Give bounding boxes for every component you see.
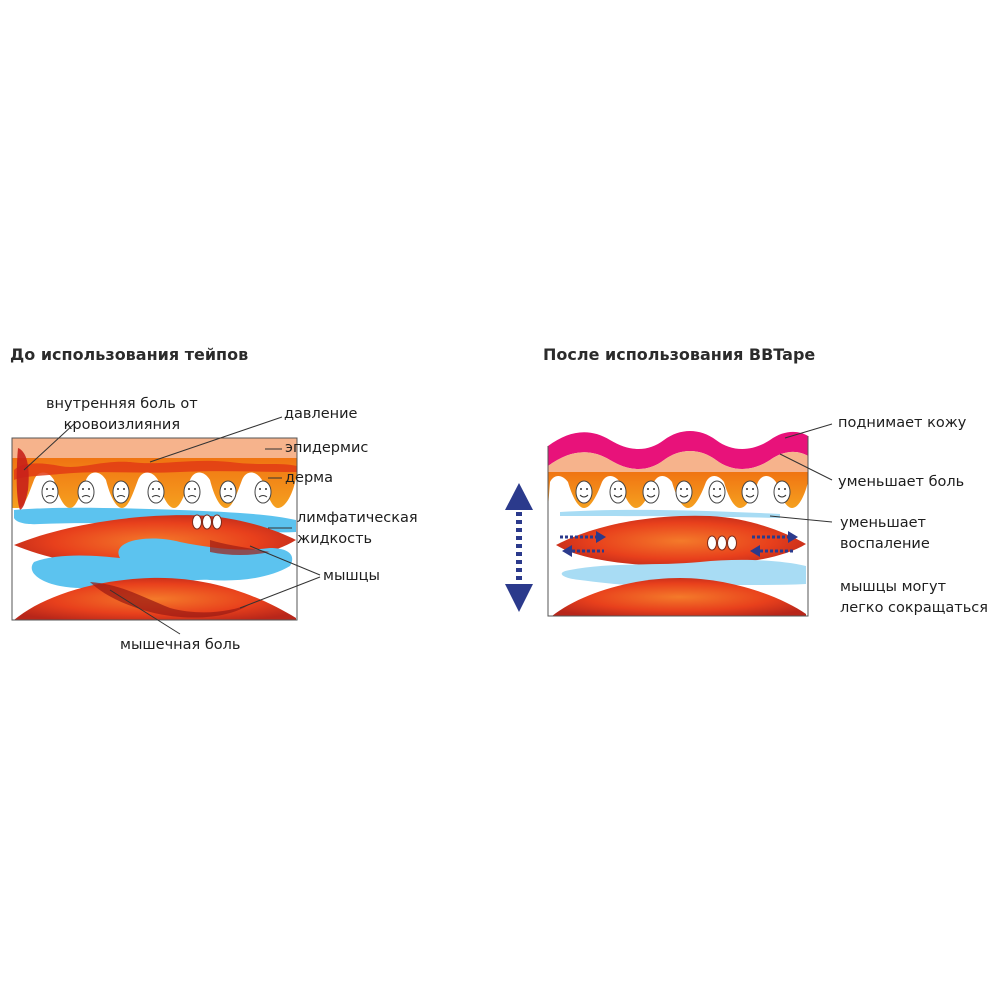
after-muscle-1	[556, 515, 806, 566]
label-muscle-pain: мышечная боль	[120, 637, 241, 653]
label-lifts-skin: поднимает кожу	[838, 415, 967, 431]
before-pain-receptors	[41, 480, 272, 504]
before-muscle-2	[14, 577, 296, 620]
after-muscle-2	[552, 578, 806, 616]
label-muscles: мышцы	[323, 568, 380, 584]
label-reduces-inflammation: уменьшает воспаление	[840, 515, 930, 552]
after-skin-lift	[548, 431, 808, 469]
after-pain-receptors	[575, 480, 791, 504]
vertical-double-arrow	[505, 483, 533, 612]
before-epidermis	[12, 438, 297, 460]
label-lymph: лимфатическая жидкость	[297, 510, 418, 547]
label-muscles-contract: мышцы могут легко сокращаться	[840, 579, 988, 616]
after-epidermis	[548, 451, 808, 476]
label-internal-pain: внутренняя боль от кровоизлияния	[46, 396, 198, 433]
label-dermis: дерма	[285, 470, 333, 486]
before-panel	[12, 438, 297, 620]
label-epidermis: эпидермис	[285, 440, 369, 456]
after-title: После использования BBTape	[543, 345, 816, 364]
after-panel	[548, 430, 808, 616]
label-reduces-pain: уменьшает боль	[838, 474, 965, 490]
after-muscle-arrows	[560, 535, 794, 553]
before-leader-lines	[23, 416, 321, 635]
before-title: До использования тейпов	[10, 345, 249, 364]
label-pressure: давление	[284, 406, 358, 422]
after-leader-lines	[769, 423, 833, 523]
